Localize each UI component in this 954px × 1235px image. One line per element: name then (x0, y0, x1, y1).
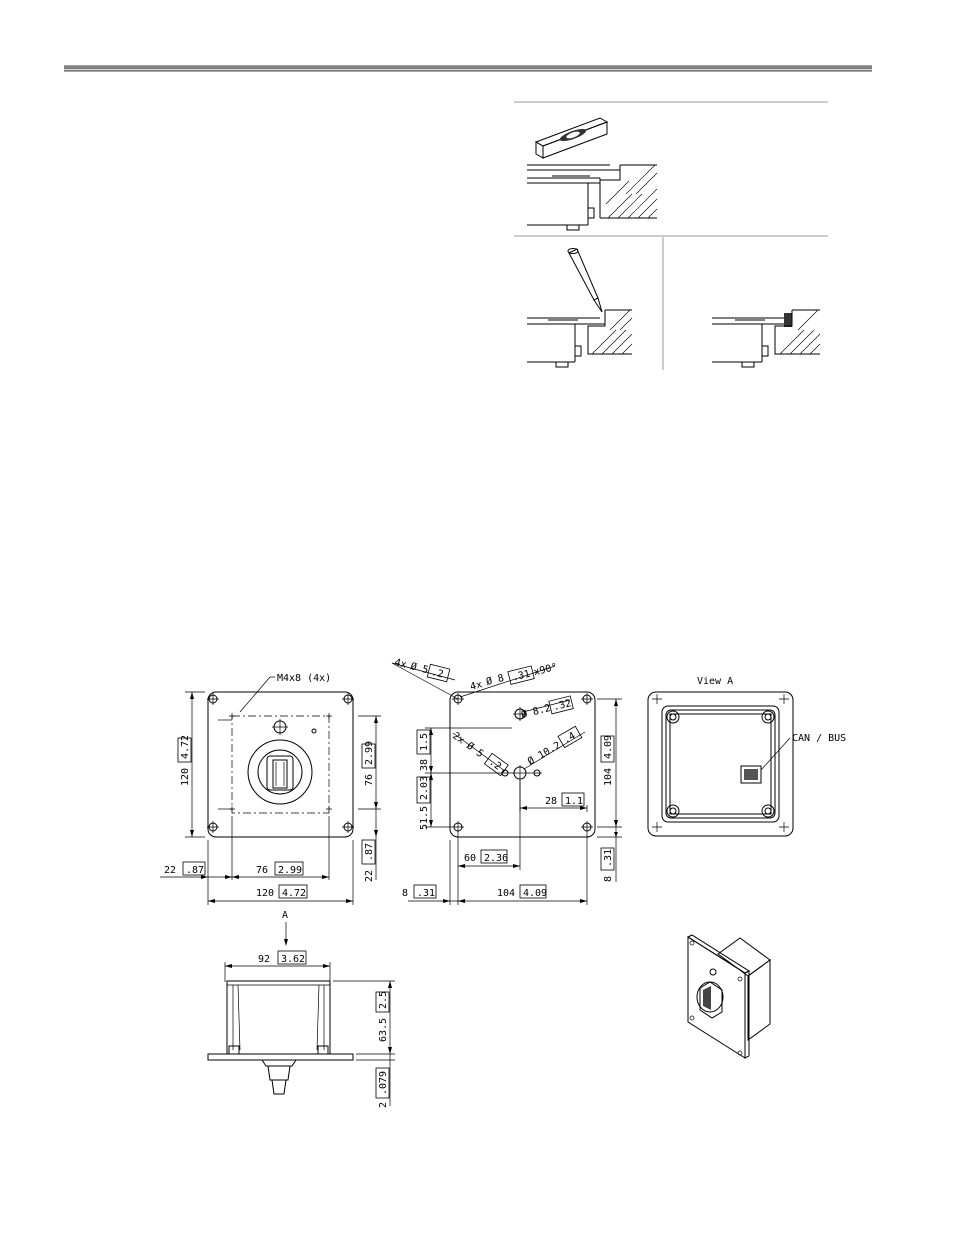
dim-label-in: .87 (186, 865, 204, 876)
sealant-tube-icon (568, 249, 602, 313)
mounted-housing-panel-1 (527, 165, 657, 230)
dim-label: 28 (545, 796, 557, 807)
view-a: View A CAN / BUS (648, 676, 846, 836)
dim-label-in: 2.5 (378, 991, 389, 1009)
dim-label: 120 (180, 768, 191, 786)
view-a-title: View A (697, 676, 733, 687)
isometric-product-view (688, 935, 770, 1058)
dim-label-in: 4.09 (523, 888, 547, 899)
dim-label-in: 1.1 (565, 796, 583, 807)
dim-label-in: 1.5 (419, 733, 430, 751)
dim-label: 60 (464, 853, 476, 864)
dim-label-in: .31 (511, 669, 531, 684)
dim-label: 51.5 (419, 806, 430, 830)
cutout-view: 4x Ø 5 .2 4x Ø 8 .31 x90° Ø 8.2 .32 2x Ø… (392, 657, 622, 905)
dim-label: 104 (603, 768, 614, 786)
dim-label: 92 (258, 954, 270, 965)
dim-label: 2 (378, 1102, 389, 1108)
dim-label: 38 (419, 759, 430, 771)
dim-label: Ø 8.2 (520, 702, 552, 721)
dim-label-in: 2.99 (278, 865, 302, 876)
dim-label: 22 (364, 870, 375, 882)
dim-label: Ø 5 (464, 740, 486, 760)
dim-label-in: 2.99 (364, 741, 375, 765)
view-arrow-label: A (282, 910, 288, 921)
dim-label: 76 (364, 774, 375, 786)
dim-label: x90° (533, 662, 559, 679)
dim-label-in: 4.09 (603, 735, 614, 759)
mounted-housing-panel-3 (712, 310, 820, 367)
mounted-housing-panel-2 (527, 310, 632, 367)
dim-label: Ø 8 (485, 672, 505, 688)
dim-label: 4x (393, 657, 407, 671)
dim-label: Ø 10.2 (526, 739, 563, 767)
thread-callout: M4x8 (4x) (277, 673, 331, 684)
dim-label-in: .32 (552, 698, 572, 713)
dim-label-in: .31 (417, 888, 435, 899)
dim-label: 4x (469, 679, 483, 693)
dim-label: 63.5 (378, 1018, 389, 1042)
dim-label: 22 (164, 865, 176, 876)
front-view: M4x8 (4x) 120 4.72 76 2.99 22 .87 22 (160, 673, 381, 905)
dim-label-in: 3.62 (281, 954, 305, 965)
side-view: A 92 3.62 63.5 2.5 2 .079 (208, 910, 395, 1108)
dim-label-in: 2.03 (419, 776, 430, 800)
dim-label-in: .079 (378, 1071, 389, 1095)
dim-label: 2x (450, 731, 466, 747)
dim-label: 76 (256, 865, 268, 876)
connector-label: CAN / BUS (792, 733, 846, 744)
installation-figure (514, 102, 828, 370)
dim-label-in: 4.72 (282, 888, 306, 899)
dim-label: 8 (402, 888, 408, 899)
header-rule (64, 66, 872, 71)
dim-label: 8 (603, 876, 614, 882)
spirit-level-icon (536, 118, 607, 158)
dim-label-in: 2.36 (484, 853, 508, 864)
dim-label: 120 (256, 888, 274, 899)
dim-label-in: 4.72 (180, 735, 191, 759)
dim-label: 104 (497, 888, 515, 899)
dim-label-in: .31 (603, 849, 614, 867)
dim-label-in: .87 (364, 843, 375, 861)
